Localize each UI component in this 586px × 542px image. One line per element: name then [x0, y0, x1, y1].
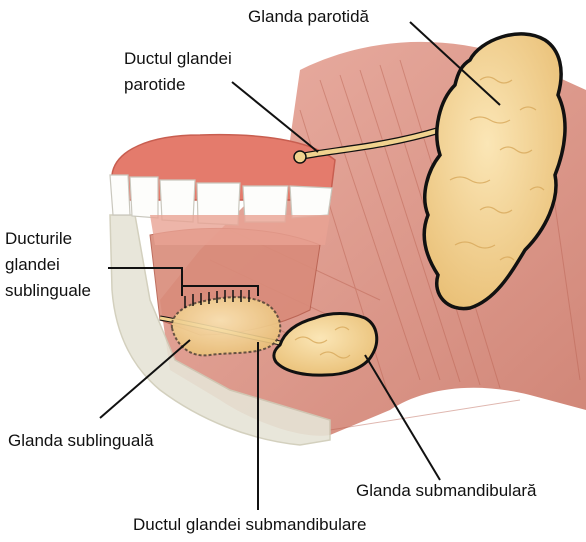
label-parotid-duct-line-1: Ductul glandei — [124, 49, 232, 68]
label-submandibular-gland: Glanda submandibulară — [356, 481, 537, 500]
label-sublingual-ducts-line-2: glandei — [5, 255, 60, 274]
leader-parotid-gland — [409, 21, 501, 106]
parotid-duct-opening — [293, 150, 307, 164]
label-sublingual-gland: Glanda sublinguală — [8, 431, 154, 450]
label-sublingual-ducts-line-1: Ducturile — [5, 229, 73, 248]
submandibular-gland — [272, 312, 379, 377]
sublingual-gland — [170, 296, 282, 357]
leader-lines — [99, 21, 501, 510]
parotid-lobule-texture — [449, 76, 545, 261]
parotid-gland — [422, 32, 567, 311]
label-sublingual-ducts: Ducturile glandei sublinguale — [5, 226, 91, 304]
label-sublingual-ducts-line-3: sublinguale — [5, 281, 92, 300]
sublingual-duct-openings — [184, 290, 250, 308]
submandibular-lobule-texture — [294, 326, 351, 359]
leader-submandibular-gland — [364, 354, 441, 481]
upper-teeth — [109, 174, 333, 226]
mandible-bone — [109, 214, 331, 446]
leader-sublingual-gland — [99, 339, 191, 419]
label-submandibular-duct: Ductul glandei submandibulare — [133, 515, 367, 534]
label-parotid-duct-line-2: parotide — [124, 75, 186, 94]
leader-parotid-duct — [231, 81, 319, 153]
lower-gum — [150, 215, 330, 245]
label-parotid-duct: Ductul glandei parotide — [124, 46, 232, 98]
label-parotid-gland: Glanda parotidă — [248, 7, 369, 26]
